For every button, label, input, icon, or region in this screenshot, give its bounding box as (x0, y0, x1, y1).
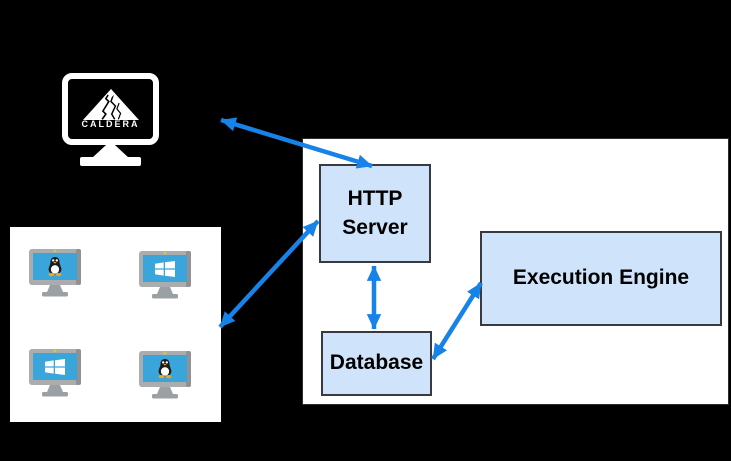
caldera-server-monitor: CALDERA (62, 73, 159, 145)
linux-tux-icon (158, 359, 172, 379)
caldera-logo-text: CALDERA (81, 119, 140, 129)
agent-monitor-linux-1 (28, 248, 82, 298)
windows-logo-icon (155, 261, 175, 277)
linux-tux-icon (48, 257, 62, 277)
http-server-label: HTTP Server (342, 187, 408, 239)
monitor-screen: CALDERA (68, 79, 153, 139)
database-node: Database (321, 331, 432, 396)
database-label: Database (329, 351, 424, 375)
execution-engine-label: Execution Engine (512, 266, 690, 290)
monitor-base (80, 157, 141, 166)
caldera-mountain-logo-icon (82, 89, 139, 120)
agent-monitor-windows-1 (138, 250, 192, 300)
windows-logo-icon (45, 359, 65, 375)
execution-engine-node: Execution Engine (480, 231, 722, 326)
http-server-node: HTTP Server (319, 164, 431, 263)
agent-monitor-windows-2 (28, 348, 82, 398)
agent-monitor-linux-2 (138, 350, 192, 400)
agent-machines-panel (10, 227, 221, 422)
